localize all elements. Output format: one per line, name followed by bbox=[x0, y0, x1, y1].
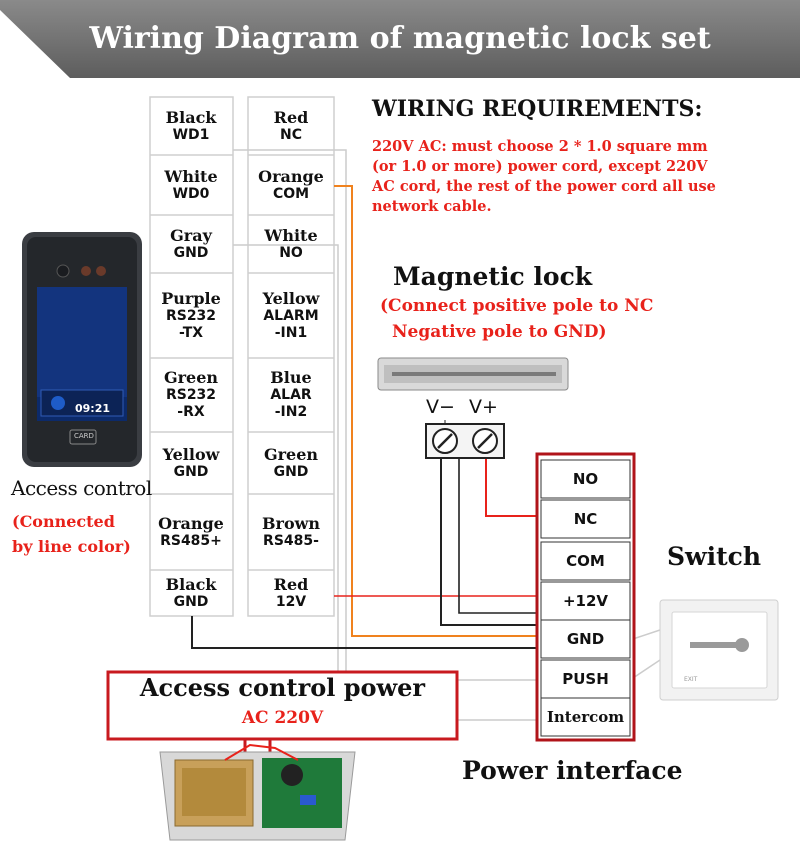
right-column-wire-color: White bbox=[264, 225, 318, 245]
magnetic-lock-title: Magnetic lock bbox=[393, 262, 593, 291]
right-column-wire-signal: NO bbox=[279, 244, 303, 261]
power-supply-device bbox=[159, 743, 356, 841]
power-terminal-box bbox=[540, 619, 631, 659]
access-control-note-2: by line color) bbox=[12, 537, 131, 556]
banner-shape bbox=[0, 0, 800, 78]
card-label: CARD bbox=[74, 432, 94, 440]
screen-time: 09:21 bbox=[75, 402, 111, 415]
requirements-line-2: (or 1.0 or more) power cord, except 220V bbox=[372, 158, 708, 175]
magnetic-lock-note-1: (Connect positive pole to NC bbox=[380, 296, 654, 316]
right-column-wire-signal: COM bbox=[272, 185, 310, 202]
power-terminal-nc: NC bbox=[573, 510, 598, 528]
right-column-wire-signal: GND bbox=[273, 463, 309, 480]
left-column-wire-color: White bbox=[164, 166, 218, 186]
header-banner: Wiring Diagram of magnetic lock set bbox=[0, 0, 800, 78]
power-terminal-box bbox=[540, 697, 631, 737]
right-column-wire-color: Yellow bbox=[262, 288, 320, 308]
left-column-wire-color: Orange bbox=[158, 513, 224, 533]
lock-terminal-block bbox=[425, 423, 505, 459]
power-terminal-box bbox=[540, 459, 631, 499]
requirements-text: 220V AC: must choose 2 * 1.0 square mm (… bbox=[372, 137, 792, 217]
right-column-wire-color: Blue bbox=[270, 368, 312, 387]
left-column-wire-signal: RS232 -TX bbox=[165, 307, 217, 341]
power-interface-frame bbox=[535, 452, 636, 742]
requirements-line-4: network cable. bbox=[372, 198, 492, 215]
right-column-wire-color: Orange bbox=[258, 166, 324, 186]
lock-plus-wire bbox=[485, 452, 541, 517]
power-terminal-12v: +12V bbox=[562, 592, 609, 610]
left-column-wire-signal: RS485+ bbox=[160, 532, 222, 549]
right-column-wire-signal: ALARM -IN1 bbox=[263, 307, 319, 341]
magnetic-lock-device bbox=[377, 357, 569, 391]
access-control-device bbox=[22, 232, 142, 467]
left-column-wire-signal: GND bbox=[173, 244, 209, 261]
left-column-wire-signal: RS232 -RX bbox=[165, 387, 217, 420]
power-terminal-box bbox=[540, 499, 631, 539]
left-column-wire-signal: WD1 bbox=[172, 126, 210, 143]
banner-title: Wiring Diagram of magnetic lock set bbox=[89, 21, 711, 56]
lock-minus-wire bbox=[440, 452, 541, 626]
black-gnd-wire bbox=[191, 616, 541, 649]
left-column-wire-color: Gray bbox=[170, 225, 212, 245]
left-column-wire-signal: GND bbox=[173, 463, 209, 480]
power-terminal-box bbox=[540, 541, 631, 581]
power-feed-wire bbox=[458, 458, 541, 614]
magnetic-lock-note-2: Negative pole to GND) bbox=[392, 322, 607, 342]
left-column-wire-signal: WD0 bbox=[172, 185, 210, 202]
left-column-wire-color: Purple bbox=[161, 288, 221, 308]
switch-title: Switch bbox=[667, 542, 762, 571]
access-control-note-1: (Connected bbox=[12, 512, 115, 531]
requirements-line-3: AC cord, the rest of the power cord all … bbox=[372, 178, 716, 195]
right-column-wire-color: Red bbox=[273, 107, 309, 127]
power-terminal-gnd: GND bbox=[566, 630, 605, 648]
power-title: Access control power bbox=[139, 673, 426, 702]
terminal-minus-label: V− bbox=[426, 396, 455, 418]
power-terminal-no: NO bbox=[572, 470, 599, 488]
left-column-wire-color: Yellow bbox=[162, 444, 220, 464]
power-title-frame bbox=[106, 670, 459, 741]
left-column-wire-color: Green bbox=[163, 368, 219, 387]
power-voltage: AC 220V bbox=[241, 708, 324, 728]
switch-plate-label: EXIT bbox=[684, 676, 698, 683]
right-column-wire-signal: 12V bbox=[275, 593, 307, 610]
power-interface-title: Power interface bbox=[462, 756, 683, 785]
orange-com-wire bbox=[334, 185, 541, 637]
requirements-title: WIRING REQUIREMENTS: bbox=[372, 96, 703, 122]
power-terminal-intercom: Intercom bbox=[546, 708, 625, 726]
requirements-line-1: 220V AC: must choose 2 * 1.0 square mm bbox=[372, 138, 708, 155]
exit-switch-device bbox=[659, 599, 779, 701]
right-column-wire-color: Red bbox=[273, 574, 309, 594]
right-column-wire-signal: ALAR -IN2 bbox=[270, 387, 312, 420]
power-terminal-push: PUSH bbox=[562, 670, 609, 688]
left-column-wire-signal: GND bbox=[173, 593, 209, 610]
right-column-wire-signal: NC bbox=[280, 126, 302, 143]
power-terminal-com: COM bbox=[566, 552, 605, 570]
terminal-plus-label: V+ bbox=[469, 396, 498, 418]
right-column-wire-color: Brown bbox=[261, 513, 321, 533]
right-column-wire-color: Green bbox=[263, 444, 319, 464]
access-control-title: Access control bbox=[11, 476, 152, 500]
left-column-wire-color: Black bbox=[165, 574, 217, 594]
right-column-wire-signal: RS485- bbox=[263, 532, 319, 549]
left-column-wire-color: Black bbox=[165, 107, 217, 127]
